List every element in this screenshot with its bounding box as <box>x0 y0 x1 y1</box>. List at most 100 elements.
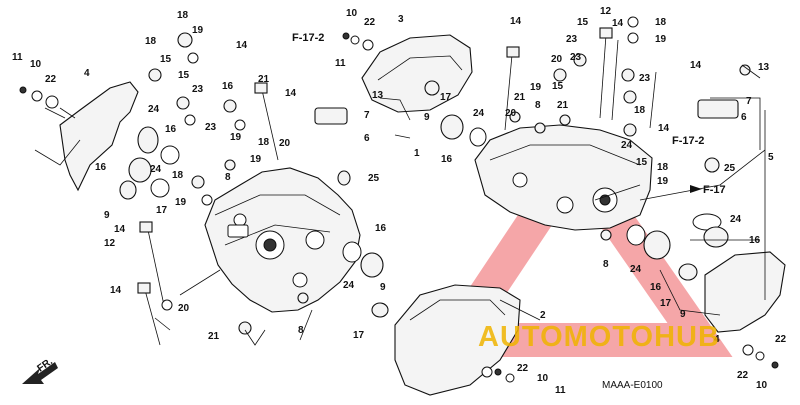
part-label: 15 <box>636 157 648 168</box>
part-label: 24 <box>150 164 162 175</box>
part-label: 20 <box>178 303 190 314</box>
part-label: 14 <box>612 18 624 29</box>
part-label: 14 <box>510 16 522 27</box>
part-label: 16 <box>222 81 234 92</box>
part-label: 18 <box>655 17 667 28</box>
part-label: 23 <box>566 34 578 45</box>
part-label: 15 <box>178 70 190 81</box>
part-label: 10 <box>346 8 358 19</box>
part-label: 24 <box>630 264 642 275</box>
part-label: 20 <box>279 138 291 149</box>
bolts-left <box>137 82 279 346</box>
bolts-right <box>504 27 657 131</box>
part-label: 21 <box>557 100 569 111</box>
part-label: 12 <box>104 238 116 249</box>
part-label: 20 <box>551 54 563 65</box>
part-label: 15 <box>552 81 564 92</box>
ref-label-f17: F-17 <box>703 184 726 196</box>
ref-label-f17-2-left: F-17-2 <box>292 32 324 44</box>
part-label: 25 <box>724 163 736 174</box>
part-label: 19 <box>230 132 242 143</box>
part-label: 6 <box>741 112 747 123</box>
leader-lines <box>34 64 766 346</box>
part-label: 16 <box>95 162 107 173</box>
watermark-logo <box>423 129 733 357</box>
part-label: 22 <box>517 363 529 374</box>
part-label: 14 <box>658 123 670 134</box>
part-label: 16 <box>441 154 453 165</box>
part-label: 21 <box>208 331 220 342</box>
part-number-labels: 11 10 22 4 18 19 18 14 15 15 21 14 23 16… <box>12 6 787 396</box>
ref-label-f17-2-right: F-17-2 <box>672 135 704 147</box>
part-label: 21 <box>258 74 270 85</box>
part-label: 10 <box>756 380 768 391</box>
right-bracket <box>697 99 739 119</box>
part-label: 2 <box>540 310 546 321</box>
part-label: 17 <box>440 92 452 103</box>
part-label: 24 <box>343 280 355 291</box>
part-label: 13 <box>372 90 384 101</box>
part-label: 14 <box>690 60 702 71</box>
part-label: 13 <box>758 62 770 73</box>
part-label: 16 <box>375 223 387 234</box>
part-label: 14 <box>285 88 297 99</box>
part-label: 8 <box>603 259 609 270</box>
part-label: 16 <box>749 235 761 246</box>
part-label: 14 <box>110 285 122 296</box>
part-label: 9 <box>680 309 686 320</box>
part-label: 22 <box>45 74 57 85</box>
part-label: 11 <box>555 385 566 396</box>
part-label: 15 <box>577 17 589 28</box>
part-label: 10 <box>537 373 549 384</box>
part-label: 14 <box>236 40 248 51</box>
small-hardware <box>19 16 779 383</box>
part-label: 19 <box>192 25 204 36</box>
part-label: 10 <box>30 59 42 70</box>
part-label: 18 <box>177 10 189 21</box>
part-label: 23 <box>205 122 217 133</box>
part-label: 8 <box>225 172 231 183</box>
part-label: 6 <box>364 133 370 144</box>
left-cylinder-head <box>204 167 361 313</box>
part-label: 17 <box>156 205 168 216</box>
front-direction-arrow <box>22 362 58 384</box>
f17-arrow-icon <box>690 185 702 193</box>
part-label: 24 <box>148 104 160 115</box>
part-label: 3 <box>398 14 404 25</box>
part-label: 19 <box>175 197 187 208</box>
part-label: 15 <box>160 54 172 65</box>
part-label: 19 <box>250 154 262 165</box>
part-label: 18 <box>172 170 184 181</box>
part-label: 19 <box>657 176 669 187</box>
left-side-cover <box>59 81 139 192</box>
part-label: 4 <box>714 334 720 345</box>
part-label: 4 <box>84 68 90 79</box>
part-label: 16 <box>650 282 662 293</box>
right-cylinder-head <box>474 124 653 231</box>
part-label: 18 <box>145 36 157 47</box>
part-label: 11 <box>335 58 346 69</box>
part-label: 22 <box>364 17 376 28</box>
part-label: 17 <box>353 330 365 341</box>
part-label: 24 <box>621 140 633 151</box>
part-label: 8 <box>298 325 304 336</box>
part-label: 18 <box>634 105 646 116</box>
part-label: 22 <box>775 334 787 345</box>
part-label: 1 <box>414 148 420 159</box>
part-label: 19 <box>530 82 542 93</box>
part-label: 23 <box>192 84 204 95</box>
drawing-code: MAAA-E0100 <box>602 380 663 391</box>
part-label: 17 <box>660 298 672 309</box>
right-side-cover <box>704 251 786 333</box>
part-label: 7 <box>746 96 752 107</box>
seals <box>119 80 729 318</box>
head-cover-top <box>361 34 473 113</box>
part-label: 18 <box>657 162 669 173</box>
part-label: 19 <box>655 34 667 45</box>
part-label: 5 <box>768 152 774 163</box>
part-label: 9 <box>104 210 110 221</box>
left-bracket <box>314 107 348 125</box>
part-label: 8 <box>535 100 541 111</box>
